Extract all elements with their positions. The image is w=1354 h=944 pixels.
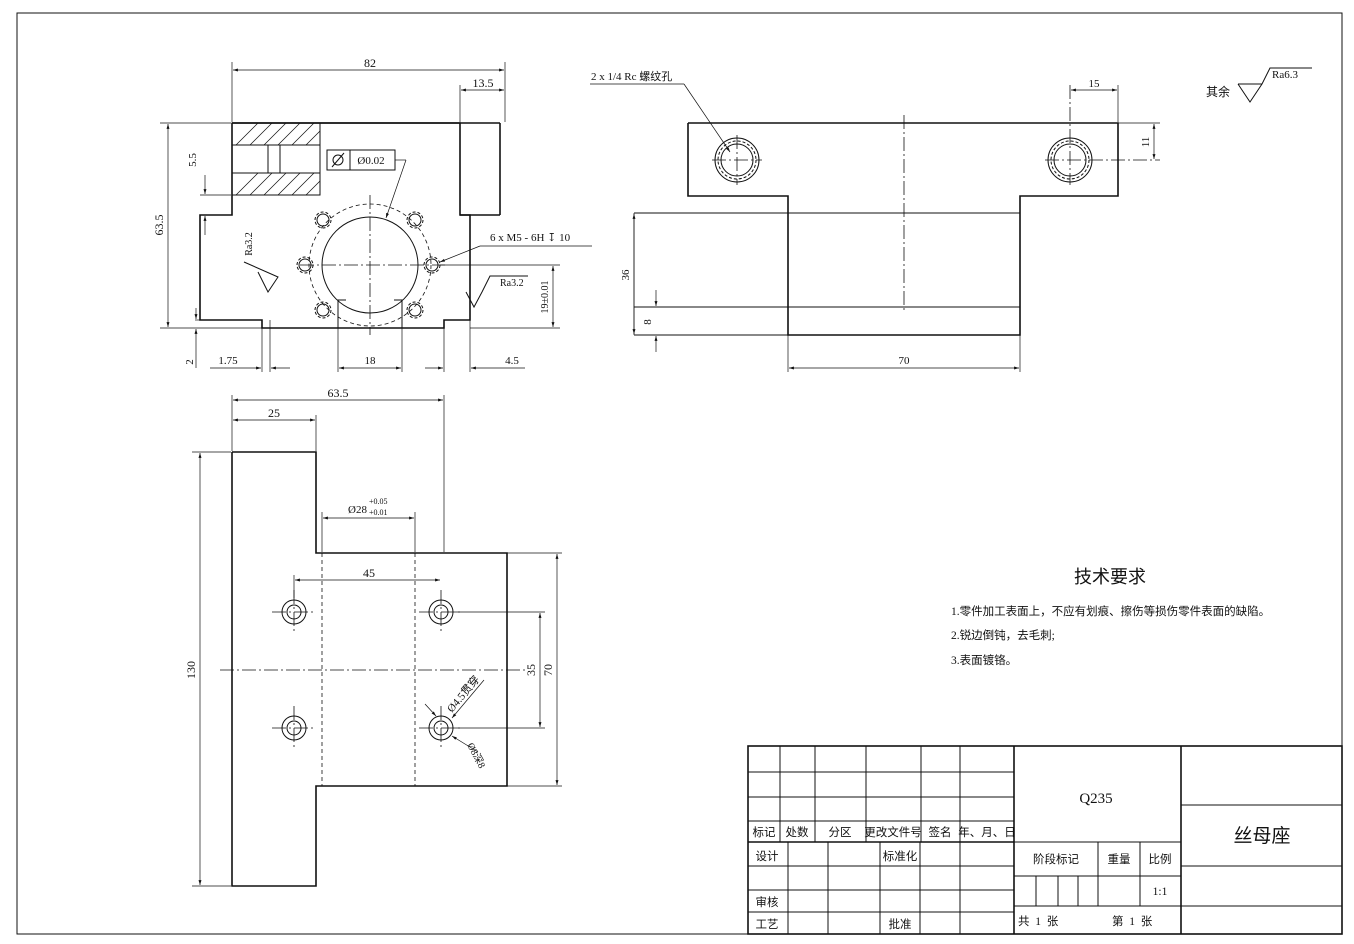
front-view (160, 62, 592, 372)
dim-25: 25 (268, 406, 280, 420)
tb-header-date: 年、月、日 (958, 825, 1016, 839)
tb-scale-value: 1:1 (1153, 886, 1168, 898)
tb-sheets-total: 共 1 张 (1018, 915, 1059, 928)
dim-8-side: 8 (642, 319, 654, 325)
dim-13-5: 13.5 (473, 76, 494, 90)
bore-28-upper: +0.05 (369, 497, 388, 506)
dim-4-5: 4.5 (505, 355, 519, 367)
tech-requirements-title: 技术要求 (1074, 567, 1146, 587)
dim-2: 2 (184, 359, 196, 365)
bore-28-lower: +0.01 (369, 508, 388, 517)
hole-4-5-callout: Ø4.5贯穿 (444, 672, 483, 714)
dim-63-5-top: 63.5 (328, 386, 349, 400)
tb-scale-label: 比例 (1149, 852, 1172, 866)
tech-requirement-3: 3.表面镀铬。 (951, 653, 1017, 667)
tb-process: 工艺 (756, 918, 779, 931)
dim-1-75: 1.75 (218, 355, 238, 367)
section-hatching (235, 122, 321, 196)
general-roughness-label: 其余 (1206, 84, 1230, 99)
m5-holes-callout: 6 x M5 - 6H ↧ 10 (490, 232, 571, 244)
tb-standardization: 标准化 (883, 849, 918, 863)
m5-holes (296, 211, 441, 319)
flatness-value: Ø0.02 (357, 155, 384, 167)
tb-review: 审核 (756, 895, 779, 909)
tb-part-name: 丝母座 (1233, 825, 1290, 847)
counterbore-8-callout: Ø8深8 (464, 741, 487, 771)
title-block (747, 745, 1343, 935)
roughness-right: Ra3.2 (500, 278, 524, 289)
dim-36: 36 (620, 269, 632, 281)
tb-header-count: 处数 (786, 825, 809, 839)
dim-70-vertical: 70 (541, 664, 555, 676)
tb-header-change-doc: 更改文件号 (864, 825, 922, 839)
dim-130: 130 (184, 661, 198, 679)
tb-sheet-no: 第 1 张 (1112, 914, 1153, 928)
dim-18: 18 (365, 355, 377, 367)
tb-header-mark: 标记 (753, 826, 776, 839)
tech-requirement-2: 2.锐边倒钝，去毛刺; (951, 628, 1055, 642)
tb-design: 设计 (756, 850, 779, 863)
dim-82: 82 (364, 56, 376, 70)
general-roughness-value: Ra6.3 (1272, 69, 1298, 81)
tb-material: Q235 (1079, 791, 1112, 807)
dim-11: 11 (1140, 137, 1152, 148)
tb-approve: 批准 (889, 917, 912, 931)
mounting-holes (272, 590, 463, 750)
dim-35: 35 (524, 664, 538, 676)
top-view (192, 395, 562, 887)
dim-15: 15 (1089, 78, 1101, 90)
drawing-frame (16, 12, 1343, 935)
roughness-left: Ra3.2 (244, 232, 255, 256)
tb-weight: 重量 (1108, 852, 1131, 866)
tb-header-signature: 签名 (929, 825, 952, 839)
dim-63-5-vertical: 63.5 (152, 215, 166, 236)
bore-28-base: Ø28 (348, 504, 367, 516)
rc-holes-callout: 2 x 1/4 Rc 螺纹孔 (591, 69, 672, 83)
dim-45: 45 (363, 566, 375, 580)
tech-requirement-1: 1.零件加工表面上，不应有划痕、擦伤等损伤零件表面的缺陷。 (951, 604, 1270, 618)
side-view (590, 67, 1312, 372)
dim-5-5: 5.5 (187, 153, 199, 167)
dim-70-side: 70 (899, 355, 911, 367)
dim-19-tol: 19±0.01 (540, 281, 551, 314)
tb-header-zone: 分区 (829, 826, 852, 839)
tb-stage-mark: 阶段标记 (1033, 852, 1079, 866)
